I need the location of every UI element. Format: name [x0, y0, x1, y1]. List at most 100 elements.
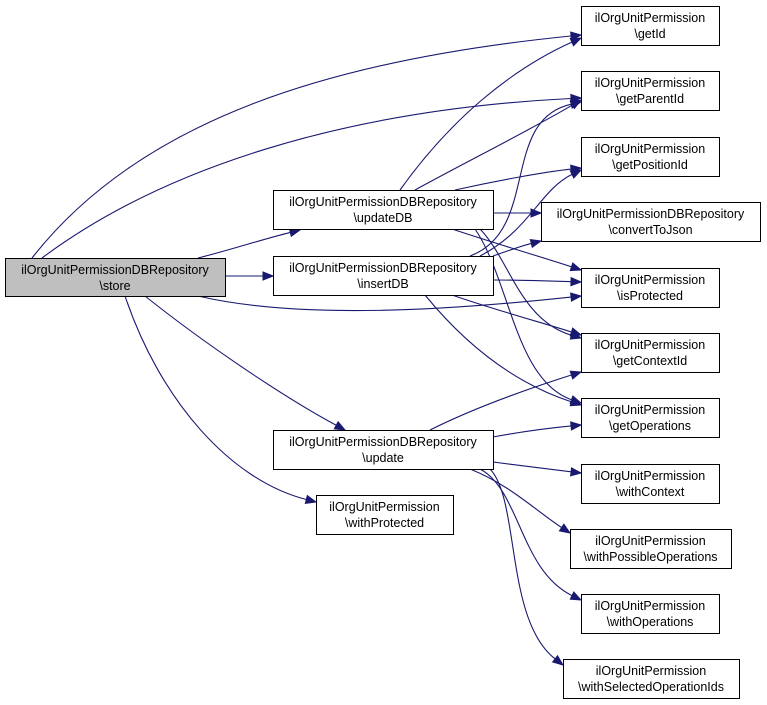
node-update[interactable]: ilOrgUnitPermissionDBRepository\update — [273, 430, 494, 470]
arrowhead-icon — [333, 420, 347, 431]
edge-store-to-getParentId — [41, 93, 583, 259]
edge-updateDB-to-getId — [399, 37, 583, 191]
node-insertDB[interactable]: ilOrgUnitPermissionDBRepository\insertDB — [273, 256, 494, 296]
arrowhead-icon — [529, 238, 543, 249]
edge-store-to-insertDB — [225, 271, 275, 281]
edge-line — [469, 468, 562, 528]
arrowhead-icon — [570, 276, 583, 287]
edge-line — [124, 295, 307, 501]
node-box[interactable] — [581, 6, 720, 46]
edge-line — [479, 468, 573, 597]
edge-line — [144, 295, 337, 426]
nodes-layer: ilOrgUnitPermissionDBRepository\storeilO… — [5, 6, 761, 699]
node-box[interactable] — [273, 190, 494, 230]
node-class-label: ilOrgUnitPermission — [595, 534, 705, 548]
arrowhead-icon — [551, 654, 565, 666]
edge-store-to-updateDB — [197, 227, 302, 259]
node-withOperations[interactable]: ilOrgUnitPermission\withOperations — [581, 594, 720, 634]
edge-line — [492, 425, 572, 438]
edge-updateDB-to-getParentId — [414, 99, 583, 191]
node-method-label: \getId — [634, 27, 665, 41]
node-method-label: \getOperations — [609, 419, 691, 433]
edge-insertDB-to-isProtected — [492, 276, 583, 287]
node-class-label: ilOrgUnitPermission — [596, 664, 706, 678]
arrowhead-icon — [569, 169, 583, 179]
arrowhead-icon — [570, 467, 583, 477]
node-updateDB[interactable]: ilOrgUnitPermissionDBRepository\updateDB — [273, 190, 494, 230]
node-class-label: ilOrgUnitPermissionDBRepository — [557, 207, 745, 221]
arrowhead-icon — [262, 271, 275, 281]
edge-insertDB-to-convertToJson — [492, 238, 543, 257]
node-convertToJson[interactable]: ilOrgUnitPermissionDBRepository\convertT… — [541, 202, 761, 242]
node-withContext[interactable]: ilOrgUnitPermission\withContext — [581, 464, 720, 504]
arrowhead-icon — [558, 523, 572, 534]
edge-updateDB-to-isProtected — [451, 228, 583, 272]
node-store[interactable]: ilOrgUnitPermissionDBRepository \store — [5, 258, 226, 297]
node-getContextId[interactable]: ilOrgUnitPermission\getContextId — [581, 333, 720, 373]
node-getId[interactable]: ilOrgUnitPermission \getId — [581, 6, 720, 46]
node-withProtected[interactable]: ilOrgUnitPermission \withProtected — [316, 495, 454, 535]
node-box[interactable] — [581, 71, 720, 111]
node-box[interactable] — [581, 137, 720, 177]
arrowhead-icon — [304, 494, 318, 504]
edge-insertDB-to-getParentId — [469, 99, 583, 257]
edge-store-to-withProtected — [124, 295, 318, 504]
arrowhead-icon — [569, 397, 583, 407]
arrowhead-icon — [570, 292, 583, 302]
node-class-label: ilOrgUnitPermission — [329, 500, 439, 514]
edge-insertDB-to-getPositionId — [479, 169, 583, 257]
node-method-label: \getParentId — [616, 92, 684, 106]
node-box[interactable] — [581, 333, 720, 373]
edge-line — [41, 97, 572, 259]
arrowhead-icon — [569, 99, 583, 109]
arrowhead-icon — [569, 327, 583, 337]
node-method-label: \store — [99, 279, 130, 293]
node-box[interactable] — [581, 464, 720, 504]
node-getOperations[interactable]: ilOrgUnitPermission \getOperations — [581, 398, 720, 438]
edge-line — [479, 173, 573, 257]
node-withPossibleOperations[interactable]: ilOrgUnitPermission\withPossibleOperatio… — [570, 529, 732, 569]
node-box[interactable] — [273, 430, 494, 470]
arrowhead-icon — [569, 591, 583, 601]
node-box[interactable] — [570, 529, 732, 569]
node-withSelectedOperationIds[interactable]: ilOrgUnitPermission\withSelectedOperatio… — [563, 659, 740, 699]
edge-insertDB-to-getContextId — [451, 294, 583, 337]
edge-line — [424, 294, 572, 403]
edge-store-to-update — [144, 295, 347, 431]
edge-line — [479, 228, 572, 336]
edge-line — [474, 228, 572, 401]
node-method-label: \withProtected — [345, 516, 424, 530]
node-box[interactable] — [316, 495, 454, 535]
edge-line — [451, 294, 572, 333]
node-box[interactable] — [581, 594, 720, 634]
node-box[interactable] — [581, 268, 720, 308]
node-box[interactable] — [273, 256, 494, 296]
edge-line — [31, 35, 572, 259]
edge-line — [489, 468, 556, 660]
node-box[interactable] — [581, 398, 720, 438]
node-box[interactable] — [541, 202, 761, 242]
arrowhead-icon — [530, 208, 543, 218]
node-class-label: ilOrgUnitPermission — [595, 11, 705, 25]
arrowhead-icon — [569, 262, 583, 272]
node-box[interactable] — [563, 659, 740, 699]
node-isProtected[interactable]: ilOrgUnitPermission\isProtected — [581, 268, 720, 308]
node-getPositionId[interactable]: ilOrgUnitPermission\getPositionId — [581, 137, 720, 177]
edge-line — [399, 41, 573, 191]
edge-line — [492, 279, 572, 283]
node-getParentId[interactable]: ilOrgUnitPermission\getParentId — [581, 71, 720, 111]
edge-store-to-isProtected — [197, 292, 583, 312]
node-class-label: ilOrgUnitPermissionDBRepository — [289, 435, 477, 449]
node-class-label: ilOrgUnitPermissionDBRepository — [21, 263, 209, 277]
edge-line — [451, 228, 572, 268]
node-method-label: \insertDB — [357, 277, 408, 291]
edge-line — [197, 295, 572, 312]
arrowhead-icon — [569, 37, 583, 47]
node-class-label: ilOrgUnitPermission — [595, 599, 705, 613]
node-class-label: ilOrgUnitPermission — [595, 403, 705, 417]
edge-update-to-withContext — [492, 461, 583, 477]
node-box[interactable] — [5, 258, 226, 297]
node-class-label: ilOrgUnitPermission — [595, 338, 705, 352]
node-method-label: \updateDB — [353, 211, 412, 225]
